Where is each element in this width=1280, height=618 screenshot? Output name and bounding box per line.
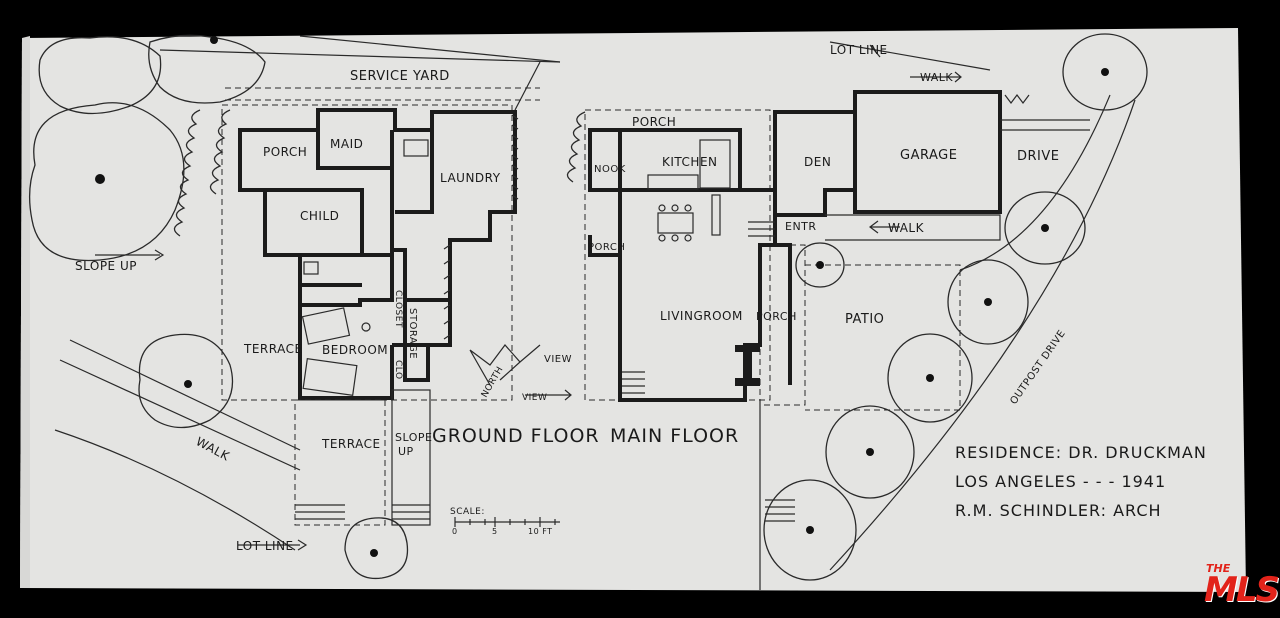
- title-ground-floor: GROUND FLOOR: [432, 425, 600, 447]
- label-den: DEN: [804, 155, 831, 169]
- label-entr: ENTR: [785, 220, 817, 233]
- label-porch-ground: PORCH: [263, 145, 307, 159]
- label-closet: CLOSET: [393, 290, 403, 328]
- label-scale-0: 0: [452, 527, 458, 536]
- label-scale-5: 5: [492, 527, 498, 536]
- title-block-line3: R.M. SCHINDLER: ARCH: [955, 501, 1162, 520]
- label-child: CHILD: [300, 209, 339, 223]
- label-porch-main-top: PORCH: [632, 115, 676, 129]
- main-floor-plan: [566, 41, 1136, 590]
- label-terrace-bottom: TERRACE: [321, 437, 381, 451]
- label-view-1: VIEW: [544, 354, 572, 365]
- label-laundry: LAUNDRY: [440, 171, 501, 185]
- label-clo: CLO: [393, 360, 403, 380]
- label-porch-main-center: PORCH: [756, 310, 797, 323]
- label-maid: MAID: [330, 137, 363, 151]
- label-terrace-left: TERRACE: [243, 342, 303, 356]
- title-main-floor: MAIN FLOOR: [610, 425, 739, 447]
- mls-logo-the: THE: [1206, 562, 1231, 575]
- label-slope-up-bottom-1: SLOPE: [395, 431, 432, 444]
- label-lot-line-bottom: LOT LINE: [236, 539, 294, 553]
- title-block-line2: LOS ANGELES - - - 1941: [955, 472, 1166, 491]
- north-arrow: [469, 344, 572, 401]
- label-scale-10: 10 FT: [528, 527, 553, 536]
- label-storage: STORAGE: [407, 308, 418, 359]
- mls-logo-tm: ™: [1265, 598, 1272, 606]
- label-drive: DRIVE: [1017, 149, 1059, 164]
- label-slope-up-left: SLOPE UP: [75, 259, 137, 273]
- label-service-yard: SERVICE YARD: [350, 69, 450, 84]
- label-patio: PATIO: [845, 312, 884, 327]
- label-kitchen: KITCHEN: [662, 155, 718, 169]
- trees-ground: [28, 34, 409, 580]
- label-scale: SCALE:: [450, 507, 485, 517]
- label-livingroom: LIVINGROOM: [660, 309, 743, 323]
- label-nook: NOOK: [594, 164, 626, 175]
- label-walk-entry: WALK: [888, 221, 925, 235]
- ground-floor-plan: [54, 35, 561, 551]
- label-lot-line-top: LOT LINE: [830, 43, 888, 57]
- label-porch-main-left: PORCH: [588, 242, 625, 253]
- label-bedroom: BEDROOM: [322, 343, 388, 357]
- title-block-line1: RESIDENCE: DR. DRUCKMAN: [955, 443, 1207, 462]
- label-walk-top: WALK: [920, 71, 953, 84]
- title-block: RESIDENCE: DR. DRUCKMAN LOS ANGELES - - …: [955, 443, 1207, 520]
- label-view-2: VIEW: [522, 393, 547, 403]
- scale-bar: [454, 517, 560, 527]
- service-yard-fence: [225, 87, 540, 101]
- trees-main: [763, 33, 1148, 581]
- mls-logo-text: MLS: [1204, 570, 1280, 610]
- label-garage: GARAGE: [900, 148, 957, 163]
- mls-logo: THE MLS ™: [1202, 560, 1280, 612]
- label-slope-up-bottom-2: UP: [398, 445, 414, 458]
